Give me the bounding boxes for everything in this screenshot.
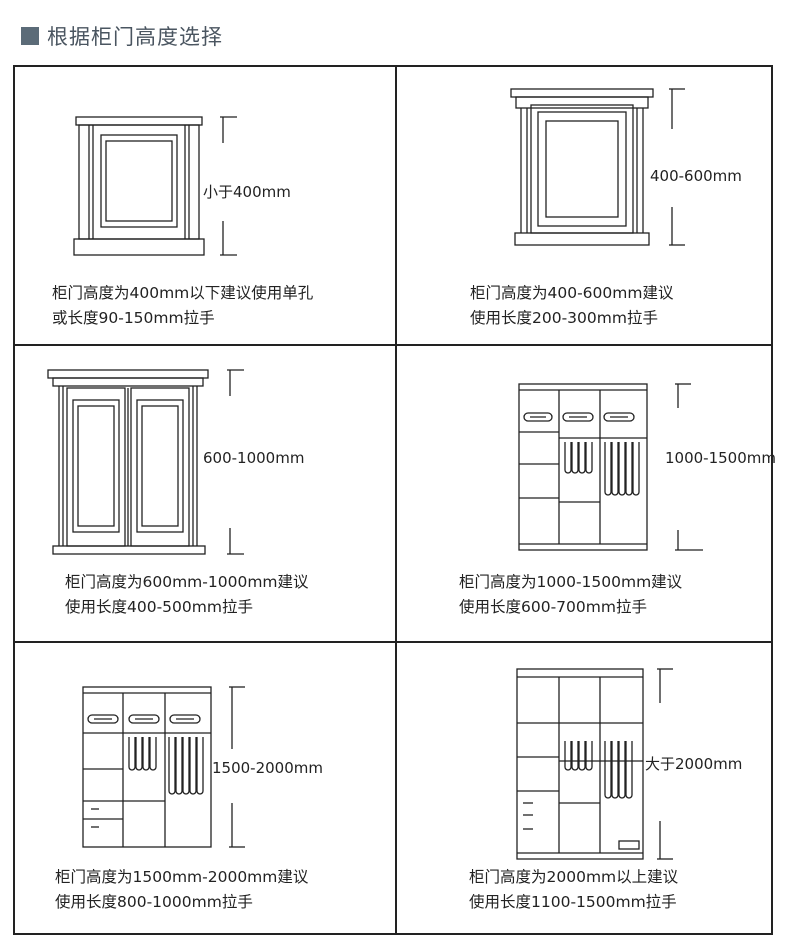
caption-line-2: 使用长度600-700mm拉手 xyxy=(459,598,647,616)
caption-line-2: 或长度90-150mm拉手 xyxy=(52,309,215,327)
caption-line-2: 使用长度400-500mm拉手 xyxy=(65,598,253,616)
panel-over-2000: 大于2000mm 柜门高度为2000mm以上建议 使用长度1100-1500mm… xyxy=(397,643,775,935)
panel-1500-2000: 1500-2000mm 柜门高度为1500mm-2000mm建议 使用长度800… xyxy=(15,643,395,935)
caption: 柜门高度为1000-1500mm建议 使用长度600-700mm拉手 xyxy=(459,570,682,620)
caption-line-1: 柜门高度为1500mm-2000mm建议 xyxy=(55,868,309,886)
caption-line-2: 使用长度1100-1500mm拉手 xyxy=(469,893,677,911)
panel-under-400: 小于400mm 柜门高度为400mm以下建议使用单孔 或长度90-150mm拉手 xyxy=(15,67,395,344)
panel-600-1000: 600-1000mm 柜门高度为600mm-1000mm建议 使用长度400-5… xyxy=(15,346,395,641)
height-label: 400-600mm xyxy=(650,167,742,185)
height-label: 600-1000mm xyxy=(203,449,305,467)
grid-divider-horizontal-1 xyxy=(15,344,771,346)
tall-wardrobe-illustration xyxy=(82,686,245,848)
height-label: 1500-2000mm xyxy=(212,759,323,777)
header-square-icon xyxy=(21,27,39,45)
caption: 柜门高度为1500mm-2000mm建议 使用长度800-1000mm拉手 xyxy=(55,865,308,915)
caption-line-1: 柜门高度为2000mm以上建议 xyxy=(469,868,679,886)
section-header: 根据柜门高度选择 xyxy=(21,18,223,54)
small-cabinet-illustration xyxy=(73,116,237,256)
caption: 柜门高度为2000mm以上建议 使用长度1100-1500mm拉手 xyxy=(469,865,678,915)
grid-divider-vertical xyxy=(395,67,397,933)
caption: 柜门高度为600mm-1000mm建议 使用长度400-500mm拉手 xyxy=(65,570,309,620)
panel-cabinet-illustration xyxy=(510,88,685,246)
grid-divider-horizontal-2 xyxy=(15,641,771,643)
caption-line-1: 柜门高度为400-600mm建议 xyxy=(470,284,674,302)
caption-line-1: 柜门高度为400mm以下建议使用单孔 xyxy=(52,284,314,302)
caption-line-1: 柜门高度为1000-1500mm建议 xyxy=(459,573,683,591)
height-label: 1000-1500mm xyxy=(665,449,776,467)
cabinet-grid: 小于400mm 柜门高度为400mm以下建议使用单孔 或长度90-150mm拉手… xyxy=(13,65,776,935)
height-label: 大于2000mm xyxy=(645,755,743,773)
page-title: 根据柜门高度选择 xyxy=(47,25,223,49)
panel-400-600: 400-600mm 柜门高度为400-600mm建议 使用长度200-300mm… xyxy=(397,67,775,344)
panel-1000-1500: 1000-1500mm 柜门高度为1000-1500mm建议 使用长度600-7… xyxy=(397,346,776,641)
caption-line-2: 使用长度800-1000mm拉手 xyxy=(55,893,253,911)
full-height-wardrobe-illustration xyxy=(516,668,673,860)
wardrobe-illustration xyxy=(518,383,703,551)
caption: 柜门高度为400-600mm建议 使用长度200-300mm拉手 xyxy=(470,281,673,331)
caption-line-1: 柜门高度为600mm-1000mm建议 xyxy=(65,573,309,591)
caption-line-2: 使用长度200-300mm拉手 xyxy=(470,309,658,327)
double-door-cabinet-illustration xyxy=(47,369,244,555)
height-label: 小于400mm xyxy=(203,183,291,201)
caption: 柜门高度为400mm以下建议使用单孔 或长度90-150mm拉手 xyxy=(52,281,313,331)
